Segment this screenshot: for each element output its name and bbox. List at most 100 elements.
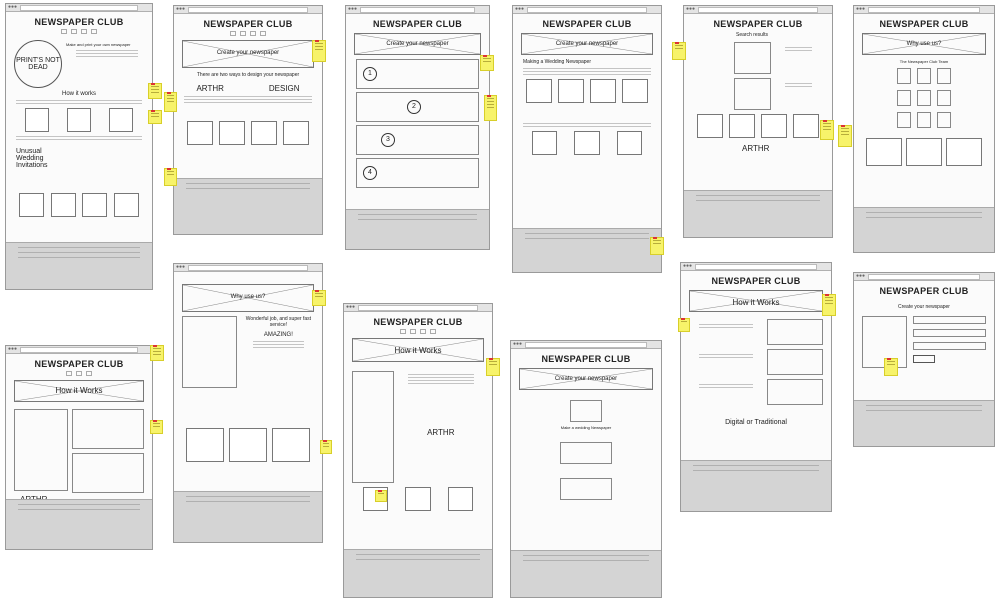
sticky-note: [484, 95, 497, 121]
browser-chrome: ●●●: [6, 346, 152, 354]
address-bar[interactable]: [868, 7, 980, 13]
result-box[interactable]: [734, 42, 772, 74]
example-box[interactable]: [113, 193, 139, 217]
sticky-note: [486, 358, 500, 376]
window-controls-icon[interactable]: ●●●: [515, 6, 525, 12]
cta-box[interactable]: [229, 428, 267, 462]
nav-item[interactable]: [81, 29, 87, 34]
nav-item[interactable]: [66, 371, 72, 376]
browser-chrome: ●●●: [344, 304, 492, 312]
submit-button[interactable]: [913, 355, 936, 363]
arthr-logo: ARTHR: [742, 144, 770, 153]
page-footer: [513, 228, 661, 272]
nav-item[interactable]: [260, 31, 266, 36]
address-bar[interactable]: [695, 264, 817, 270]
example-box[interactable]: [219, 121, 245, 145]
design-option[interactable]: DESIGN: [268, 84, 300, 93]
example-box[interactable]: [697, 114, 723, 138]
example-box[interactable]: [574, 131, 600, 155]
address-bar[interactable]: [20, 5, 138, 11]
cta-box[interactable]: [271, 428, 310, 462]
example-box[interactable]: [19, 193, 45, 217]
example-box[interactable]: [187, 121, 213, 145]
wedding-example[interactable]: [590, 79, 616, 103]
nav-item[interactable]: [230, 31, 236, 36]
wedding-example[interactable]: [558, 79, 584, 103]
address-bar[interactable]: [188, 7, 308, 13]
example-box[interactable]: [761, 114, 787, 138]
page-heading: Search results: [736, 32, 768, 38]
address-bar[interactable]: [868, 274, 980, 280]
example-box[interactable]: [617, 131, 643, 155]
hero-placeholder: [521, 33, 653, 55]
nav-item[interactable]: [400, 329, 406, 334]
nav-item[interactable]: [71, 29, 77, 34]
cta-box[interactable]: [906, 138, 942, 166]
product-box: [72, 409, 144, 449]
address-bar[interactable]: [188, 265, 308, 271]
nav-item[interactable]: [61, 29, 67, 34]
form-field[interactable]: [913, 329, 986, 337]
nav-item[interactable]: [430, 329, 436, 334]
sticky-note: [375, 490, 387, 502]
address-bar[interactable]: [360, 7, 475, 13]
address-bar[interactable]: [527, 7, 647, 13]
example-box[interactable]: [251, 121, 277, 145]
sidebar-box: [182, 316, 237, 388]
sticky-note: [838, 125, 852, 147]
sticky-note: [312, 40, 326, 62]
window-controls-icon[interactable]: ●●●: [176, 6, 186, 12]
window-controls-icon[interactable]: ●●●: [8, 346, 18, 352]
section-heading: How it works: [61, 91, 96, 97]
example-box[interactable]: [82, 193, 108, 217]
address-bar[interactable]: [20, 347, 138, 353]
nav-item[interactable]: [420, 329, 426, 334]
nav-item[interactable]: [250, 31, 256, 36]
form-field[interactable]: [913, 316, 986, 324]
example-box[interactable]: [729, 114, 755, 138]
window-controls-icon[interactable]: ●●●: [176, 264, 186, 270]
wedding-example[interactable]: [622, 79, 648, 103]
page-heading: Why use us?: [906, 41, 942, 47]
cta-box[interactable]: [186, 428, 225, 462]
example-box[interactable]: [448, 487, 474, 511]
window-controls-icon[interactable]: ●●●: [346, 304, 356, 310]
cta-box[interactable]: [866, 138, 902, 166]
window-controls-icon[interactable]: ●●●: [513, 341, 523, 347]
address-bar[interactable]: [525, 342, 647, 348]
section-heading: There are two ways to design your newspa…: [196, 72, 300, 78]
address-bar[interactable]: [698, 7, 818, 13]
example-box[interactable]: [283, 121, 309, 145]
wedding-example[interactable]: [526, 79, 552, 103]
result-box[interactable]: [734, 78, 772, 110]
example-box[interactable]: [793, 114, 819, 138]
browser-chrome: ●●●: [681, 263, 831, 271]
nav-item[interactable]: [76, 371, 82, 376]
team-avatar: [897, 112, 911, 128]
window-controls-icon[interactable]: ●●●: [8, 4, 18, 10]
page-heading: Create your newspaper: [898, 304, 950, 310]
team-avatar: [937, 112, 951, 128]
nav-item[interactable]: [240, 31, 246, 36]
nav-item[interactable]: [410, 329, 416, 334]
page-heading: Why use us?: [230, 294, 266, 300]
site-title: NEWSPAPER CLUB: [373, 317, 463, 327]
form-field[interactable]: [913, 342, 986, 350]
cta-box[interactable]: [946, 138, 982, 166]
address-bar[interactable]: [358, 305, 478, 311]
window-controls-icon[interactable]: ●●●: [683, 263, 693, 269]
section-heading: The Newspaper Club Team: [899, 59, 949, 64]
example-box[interactable]: [405, 487, 431, 511]
nav-item[interactable]: [86, 371, 92, 376]
example-box[interactable]: [50, 193, 76, 217]
nav-item[interactable]: [91, 29, 97, 34]
arthr-option[interactable]: ARTHR: [196, 84, 224, 93]
example-box[interactable]: [531, 131, 557, 155]
window-controls-icon[interactable]: ●●●: [686, 6, 696, 12]
sidebar-box: [14, 409, 68, 491]
window-controls-icon[interactable]: ●●●: [856, 273, 866, 279]
wireframe-page-how-it-works: ●●● NEWSPAPER CLUB How it Works ARTHR: [5, 345, 153, 550]
site-title: NEWSPAPER CLUB: [34, 359, 124, 369]
window-controls-icon[interactable]: ●●●: [856, 6, 866, 12]
window-controls-icon[interactable]: ●●●: [348, 6, 358, 12]
